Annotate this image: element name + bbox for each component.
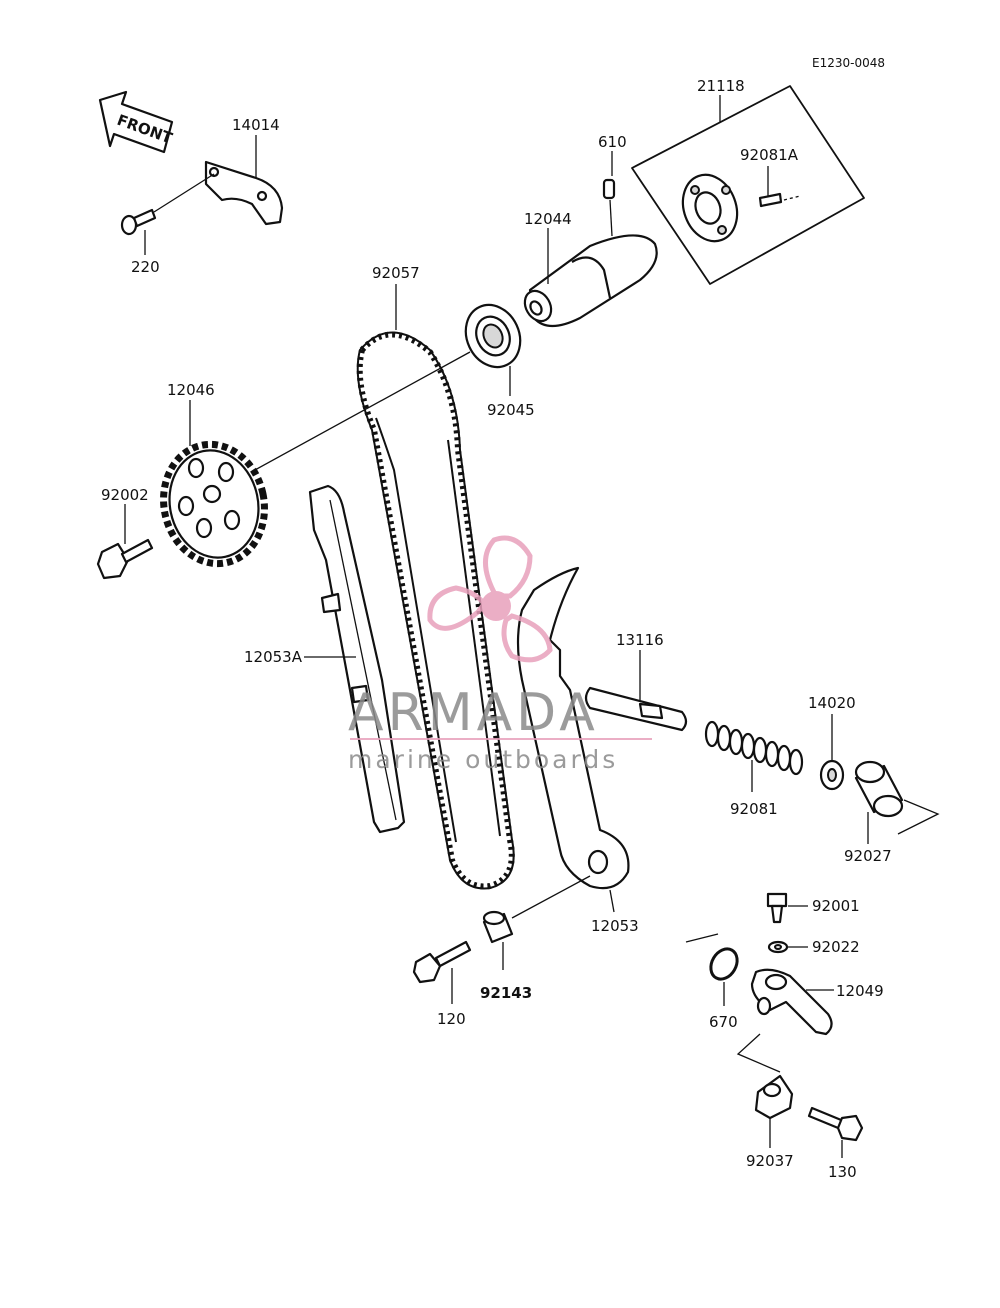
bracket-14014 xyxy=(204,160,284,226)
label-12046: 12046 xyxy=(167,381,215,399)
rotor-21118 xyxy=(681,173,739,243)
label-12044: 12044 xyxy=(524,210,572,228)
bolt-92001 xyxy=(766,892,788,924)
collar-92143 xyxy=(482,910,514,944)
tensioner-arm-12053 xyxy=(516,566,630,890)
watermark-brand: ARMADA xyxy=(348,683,599,743)
bolt-130 xyxy=(807,1106,864,1142)
shaft-13116 xyxy=(584,686,688,732)
pin-610 xyxy=(602,178,616,200)
label-120: 120 xyxy=(437,1010,466,1028)
label-92037: 92037 xyxy=(746,1152,794,1170)
front-arrow-icon: FRONT xyxy=(98,90,175,154)
label-21118: 21118 xyxy=(697,77,745,95)
label-14020: 14020 xyxy=(808,694,856,712)
spring-92081 xyxy=(704,720,804,776)
bolt-120 xyxy=(412,940,472,984)
clamp-92037 xyxy=(754,1074,794,1120)
o-ring-670 xyxy=(709,947,739,981)
bearing-92045 xyxy=(464,303,522,369)
camshaft-12044 xyxy=(523,234,658,328)
watermark-logo: ARMADA marine outboards xyxy=(348,535,652,774)
label-92057: 92057 xyxy=(372,264,420,282)
label-130: 130 xyxy=(828,1163,857,1181)
label-670: 670 xyxy=(709,1013,738,1031)
watermark-tagline: marine outboards xyxy=(348,745,618,774)
label-13116: 13116 xyxy=(616,631,664,649)
label-610: 610 xyxy=(598,133,627,151)
label-92143: 92143 xyxy=(480,984,532,1002)
sprocket-12046 xyxy=(160,440,268,568)
collar-92027 xyxy=(854,760,904,818)
label-14014: 14014 xyxy=(232,116,280,134)
kit-box-21118 xyxy=(631,85,865,285)
tensioner-body-12049 xyxy=(750,968,833,1036)
label-12049: 12049 xyxy=(836,982,884,1000)
cam-chain-92057 xyxy=(356,331,515,890)
washer-92022 xyxy=(767,940,789,954)
label-92001: 92001 xyxy=(812,897,860,915)
label-12053A: 12053A xyxy=(244,648,303,666)
label-220: 220 xyxy=(131,258,160,276)
nut-14020 xyxy=(819,759,845,791)
propeller-icon xyxy=(427,535,553,663)
bolt-92002 xyxy=(96,538,154,580)
label-92045: 92045 xyxy=(487,401,535,419)
label-92081: 92081 xyxy=(730,800,778,818)
screw-220 xyxy=(120,208,157,236)
label-92022: 92022 xyxy=(812,938,860,956)
bolt-92081A xyxy=(758,192,783,208)
diagram-code: E1230-0048 xyxy=(812,56,885,70)
label-92027: 92027 xyxy=(844,847,892,865)
chain-guide-12053A xyxy=(308,484,406,834)
label-12053: 12053 xyxy=(591,917,639,935)
label-92002: 92002 xyxy=(101,486,149,504)
label-92081A: 92081A xyxy=(740,146,799,164)
